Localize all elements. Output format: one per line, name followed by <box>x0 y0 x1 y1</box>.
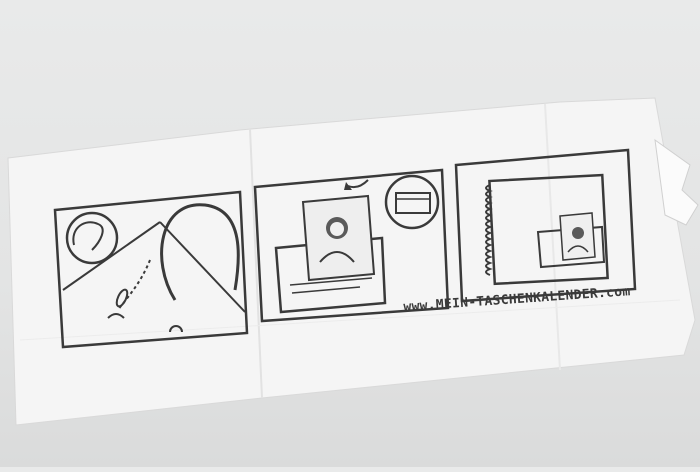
panel-remove-pocket <box>53 190 249 349</box>
panel-insert-photo <box>253 168 450 323</box>
panel-calendar-result <box>454 148 637 303</box>
